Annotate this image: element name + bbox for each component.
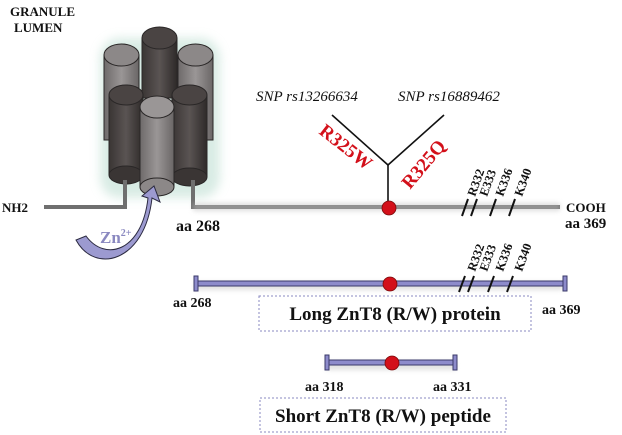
residue-tick	[508, 198, 516, 217]
short-construct-box	[259, 397, 507, 433]
zn-transport-arrow-icon	[75, 185, 161, 260]
protein-backbone	[44, 180, 560, 211]
residue-tick	[470, 198, 478, 217]
zn-ion-label: Zn2+	[100, 228, 132, 247]
residue-tick	[467, 275, 475, 293]
snp-marker-short	[384, 355, 400, 371]
snp-label-2: SNP rs16889462	[398, 89, 500, 105]
full-end-label: aa 369	[565, 216, 606, 232]
short-start-cap	[324, 354, 330, 371]
long-construct-bar	[193, 275, 568, 292]
long-start-label: aa 268	[173, 296, 212, 311]
snp-connector	[331, 114, 445, 205]
residue-labels-long: R332 E333 K336 K340	[465, 241, 535, 273]
residue-ticks-long	[458, 275, 514, 293]
long-construct-title: Long ZnT8 (R/W) protein	[289, 304, 501, 325]
short-construct-title: Short ZnT8 (R/W) peptide	[275, 406, 491, 427]
residue-tick	[489, 198, 497, 217]
n-terminus-label: NH2	[2, 200, 28, 215]
helix-front-right	[171, 84, 208, 187]
short-end-label: aa 331	[433, 380, 472, 395]
residue-tick	[461, 198, 469, 217]
compartment-label-line2: LUMEN	[14, 20, 63, 35]
long-start-cap	[193, 275, 199, 292]
residue-ticks-full	[461, 198, 516, 217]
residue-tick	[487, 275, 495, 293]
helix-back-center	[141, 26, 178, 99]
snp-marker-long	[382, 276, 398, 292]
short-end-cap	[452, 354, 458, 371]
long-end-cap	[562, 275, 568, 292]
residue-labels-full: R332 E333 K336 K340	[465, 166, 535, 198]
transmembrane-helices	[103, 26, 214, 197]
snp-marker-full	[381, 200, 397, 216]
mutation-r325q: R325Q	[398, 136, 451, 193]
snp-label-1: SNP rs13266634	[256, 89, 358, 105]
helix-front-left	[108, 84, 144, 185]
short-start-label: aa 318	[305, 380, 344, 395]
helix-front-center	[139, 95, 175, 197]
mutation-r325w: R325W	[315, 120, 376, 174]
compartment-label-line1: GRANULE	[10, 4, 75, 19]
long-construct-box	[258, 295, 532, 332]
full-start-label: aa 268	[176, 218, 220, 235]
c-terminus-label: COOH	[566, 200, 606, 215]
residue-tick	[506, 275, 514, 293]
residue-tick	[458, 275, 466, 293]
long-end-label: aa 369	[542, 303, 581, 318]
